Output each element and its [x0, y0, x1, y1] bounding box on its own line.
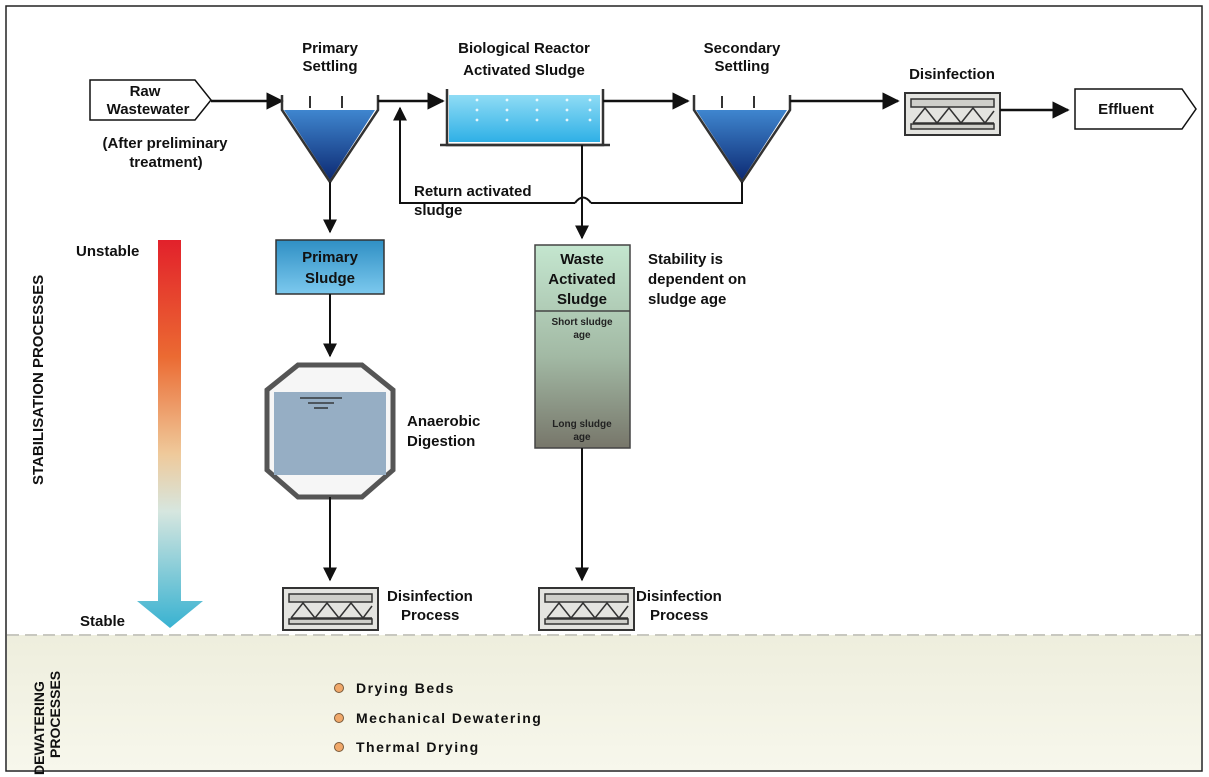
stability-gradient-arrow — [137, 240, 203, 628]
disinfection-process-left-1: Disinfection — [387, 588, 473, 605]
effluent-label: Effluent — [1098, 101, 1154, 118]
stable-label: Stable — [80, 613, 125, 630]
disinfection-unit-top — [904, 92, 1001, 136]
unstable-label: Unstable — [76, 243, 139, 260]
primary-sludge-label-1: Primary — [302, 249, 359, 266]
short-age-label-1: Short sludge — [551, 317, 613, 328]
return-sludge-line-right — [591, 182, 743, 204]
dewatering-label-line2: PROCESSES — [47, 671, 63, 758]
effluent-tag — [1074, 88, 1197, 130]
biological-reactor-tank — [440, 89, 610, 147]
raw-wastewater-label-2: Wastewater — [107, 101, 190, 118]
bio-reactor-label-2: Activated Sludge — [463, 62, 585, 79]
stabilisation-processes-label: STABILISATION PROCESSES — [30, 275, 47, 485]
dewatering-item: Drying Beds — [356, 680, 455, 696]
after-preliminary-label-1: (After preliminary — [102, 135, 228, 152]
secondary-settling-label-2: Settling — [715, 58, 770, 75]
waste-activated-label-3: Sludge — [557, 291, 607, 308]
disinfection-process-right-1: Disinfection — [636, 588, 722, 605]
secondary-settling-label-1: Secondary — [704, 40, 781, 57]
return-sludge-label-1: Return activated — [414, 183, 532, 200]
long-age-label-2: age — [573, 432, 591, 443]
raw-wastewater-label-1: Raw — [130, 83, 161, 100]
primary-settling-label-2: Settling — [303, 58, 358, 75]
anaerobic-label-2: Digestion — [407, 433, 475, 450]
short-age-label-2: age — [573, 330, 591, 341]
stability-note-2: dependent on — [648, 271, 746, 288]
bullet-icon — [334, 713, 344, 723]
waste-activated-label-1: Waste — [560, 251, 604, 268]
disinfection-unit-left — [282, 587, 379, 631]
after-preliminary-label-2: treatment) — [129, 154, 202, 171]
primary-sludge-label-2: Sludge — [305, 270, 355, 287]
disinfection-unit-right — [538, 587, 635, 631]
waste-activated-label-2: Activated — [548, 271, 616, 288]
long-age-label-1: Long sludge — [552, 419, 612, 430]
dewatering-item: Thermal Drying — [356, 739, 480, 755]
stability-note-1: Stability is — [648, 251, 723, 268]
primary-settling-label-1: Primary — [302, 40, 359, 57]
disinfection-label: Disinfection — [909, 66, 995, 83]
return-sludge-label-2: sludge — [414, 202, 462, 219]
return-sludge-line-left — [393, 106, 575, 204]
dewatering-list: Drying Beds Mechanical Dewatering Therma… — [334, 680, 542, 755]
raw-wastewater-tag — [89, 79, 212, 121]
dewatering-label-line1: DEWATERING — [31, 681, 47, 775]
anaerobic-label-1: Anaerobic — [407, 413, 480, 430]
waste-activated-sludge-column — [534, 244, 631, 449]
dewatering-item: Mechanical Dewatering — [356, 710, 542, 726]
anaerobic-digester — [264, 362, 396, 500]
bullet-icon — [334, 742, 344, 752]
primary-sludge-box — [275, 239, 385, 295]
bio-reactor-label-1: Biological Reactor — [458, 40, 590, 57]
dewatering-band — [7, 635, 1201, 770]
disinfection-process-left-2: Process — [401, 607, 459, 624]
disinfection-process-right-2: Process — [650, 607, 708, 624]
stability-note-3: sludge age — [648, 291, 726, 308]
bullet-icon — [334, 683, 344, 693]
